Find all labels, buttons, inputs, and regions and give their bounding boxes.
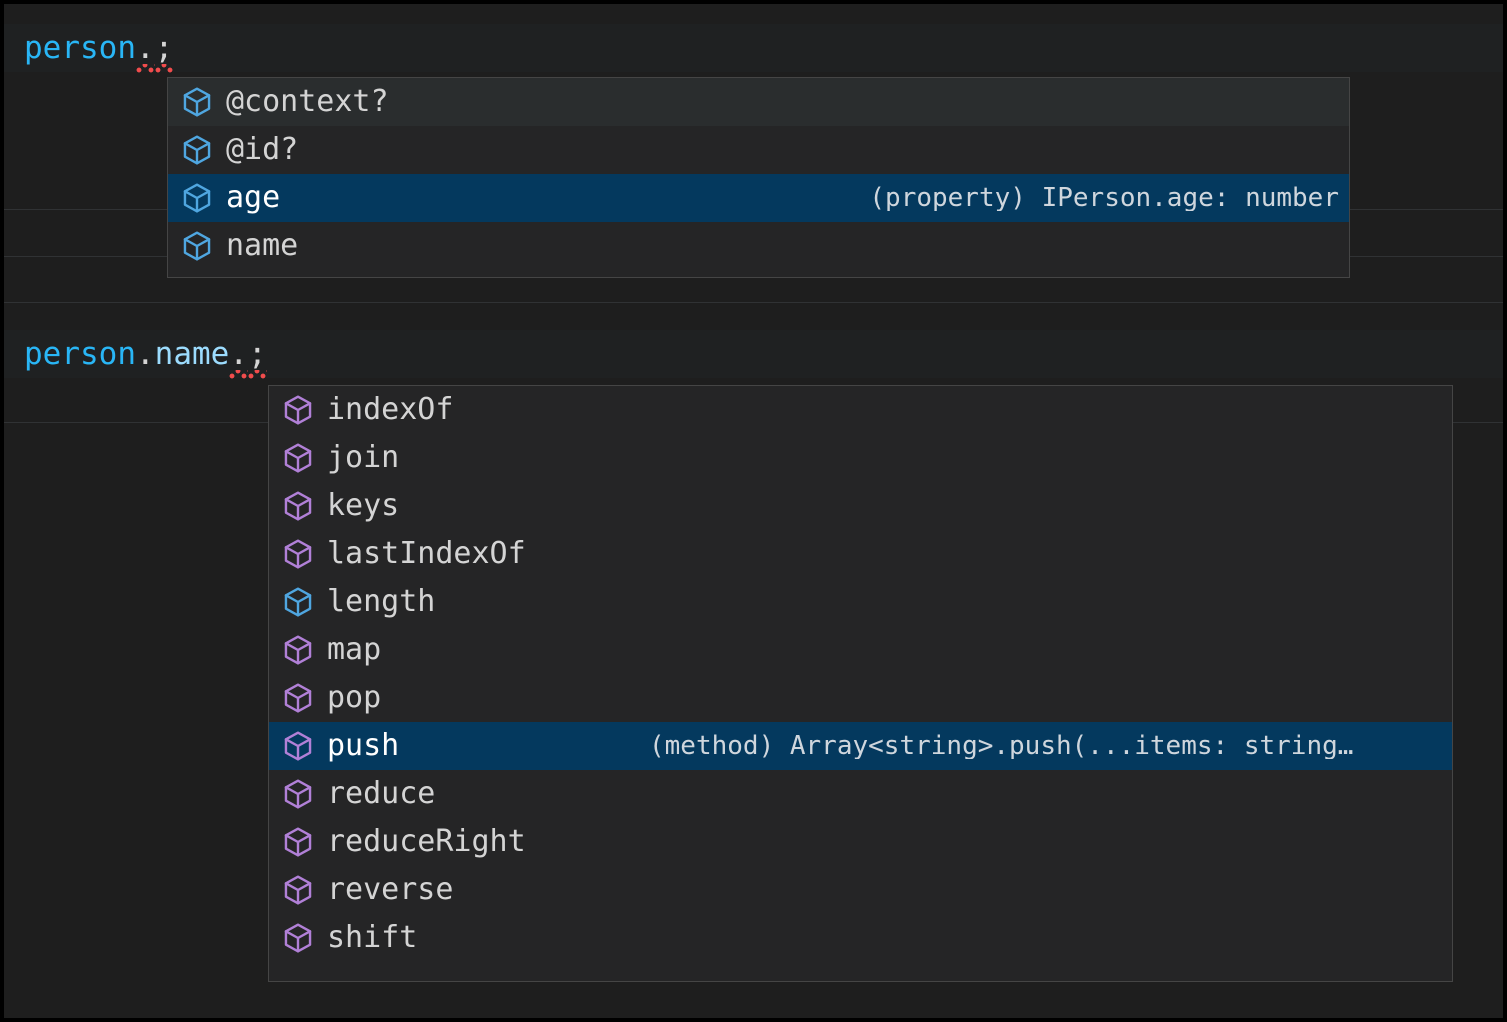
array-members-suggestions[interactable]: indexOf join keys lastIndexOf length map pop pu… [268,385,1453,982]
code-token-variable: person [24,30,136,66]
code-token-punctuation: . [135,336,155,372]
error-squiggle [154,64,174,73]
suggestion-row[interactable]: age (property) IPerson.age: number [168,174,1349,222]
suggestion-row[interactable]: length [269,578,1452,626]
code-token-punctuation: ; [247,336,267,379]
suggestion-row[interactable]: reduceRight [269,818,1452,866]
suggestion-row[interactable]: name [168,222,1349,270]
code-text: person.; [4,30,174,73]
method-cube-icon [284,683,312,713]
method-cube-icon [284,539,312,569]
error-squiggle [135,64,155,73]
code-token-variable: person [24,336,136,372]
suggestion-label: pop [327,680,382,715]
editor-line-rule [4,302,1503,303]
method-cube-icon [284,491,312,521]
suggestion-row[interactable]: keys [269,482,1452,530]
method-cube-icon [284,827,312,857]
method-cube-icon [284,731,312,761]
suggestion-row[interactable]: join [269,434,1452,482]
suggestion-row[interactable]: @context? [168,78,1349,126]
code-token-punctuation: ; [154,30,174,73]
suggestion-label: @id? [226,132,299,167]
suggestion-row[interactable]: @id? [168,126,1349,174]
method-cube-icon [284,635,312,665]
suggestion-label: reduceRight [327,824,526,859]
suggestion-label: shift [327,920,418,955]
error-squiggle [247,370,267,379]
suggestion-label: reverse [327,872,454,907]
suggestion-label: @context? [226,84,389,119]
suggestion-row[interactable]: lastIndexOf [269,530,1452,578]
method-cube-icon [284,443,312,473]
suggestion-label: length [327,584,436,619]
code-line-person[interactable]: person.; [4,24,1503,73]
method-cube-icon [284,875,312,905]
suggestion-label: keys [327,488,400,523]
suggestion-detail: (property) IPerson.age: number [869,185,1339,211]
suggestion-label: name [226,228,299,263]
suggestion-row[interactable]: push (method) Array<string>.push(...items… [269,722,1452,770]
suggestion-row[interactable]: shift [269,914,1452,962]
suggestion-row[interactable]: map [269,626,1452,674]
code-line-person-name[interactable]: person.name.; [4,330,1503,379]
suggestion-row[interactable]: pop [269,674,1452,722]
code-token-punctuation: . [135,30,155,73]
method-cube-icon [284,779,312,809]
suggestion-label: reduce [327,776,436,811]
suggestion-label: map [327,632,382,667]
method-cube-icon [284,923,312,953]
error-squiggle [229,370,248,379]
property-cube-icon [183,231,211,261]
suggestion-label: age [226,180,281,215]
suggestion-detail: (method) Array<string>.push(...items: st… [649,733,1354,759]
method-cube-icon [284,395,312,425]
suggestion-label: join [327,440,400,475]
suggestion-label: indexOf [327,392,454,427]
suggestion-row[interactable]: reverse [269,866,1452,914]
property-cube-icon [183,183,211,213]
code-token-property: name [154,336,230,372]
suggestion-row[interactable]: indexOf [269,386,1452,434]
suggestion-label: push [327,728,400,763]
code-token-punctuation: . [229,336,248,379]
person-members-suggestions[interactable]: @context? @id? age (property) IPerson.age: … [167,77,1350,278]
code-text: person.name.; [4,336,267,379]
property-cube-icon [183,135,211,165]
suggestion-label: lastIndexOf [327,536,526,571]
property-cube-icon [183,87,211,117]
code-editor-surface[interactable]: person.; person.name.; @context?@id?age(… [4,4,1503,1018]
suggestion-row[interactable]: reduce [269,770,1452,818]
property-cube-icon [284,587,312,617]
